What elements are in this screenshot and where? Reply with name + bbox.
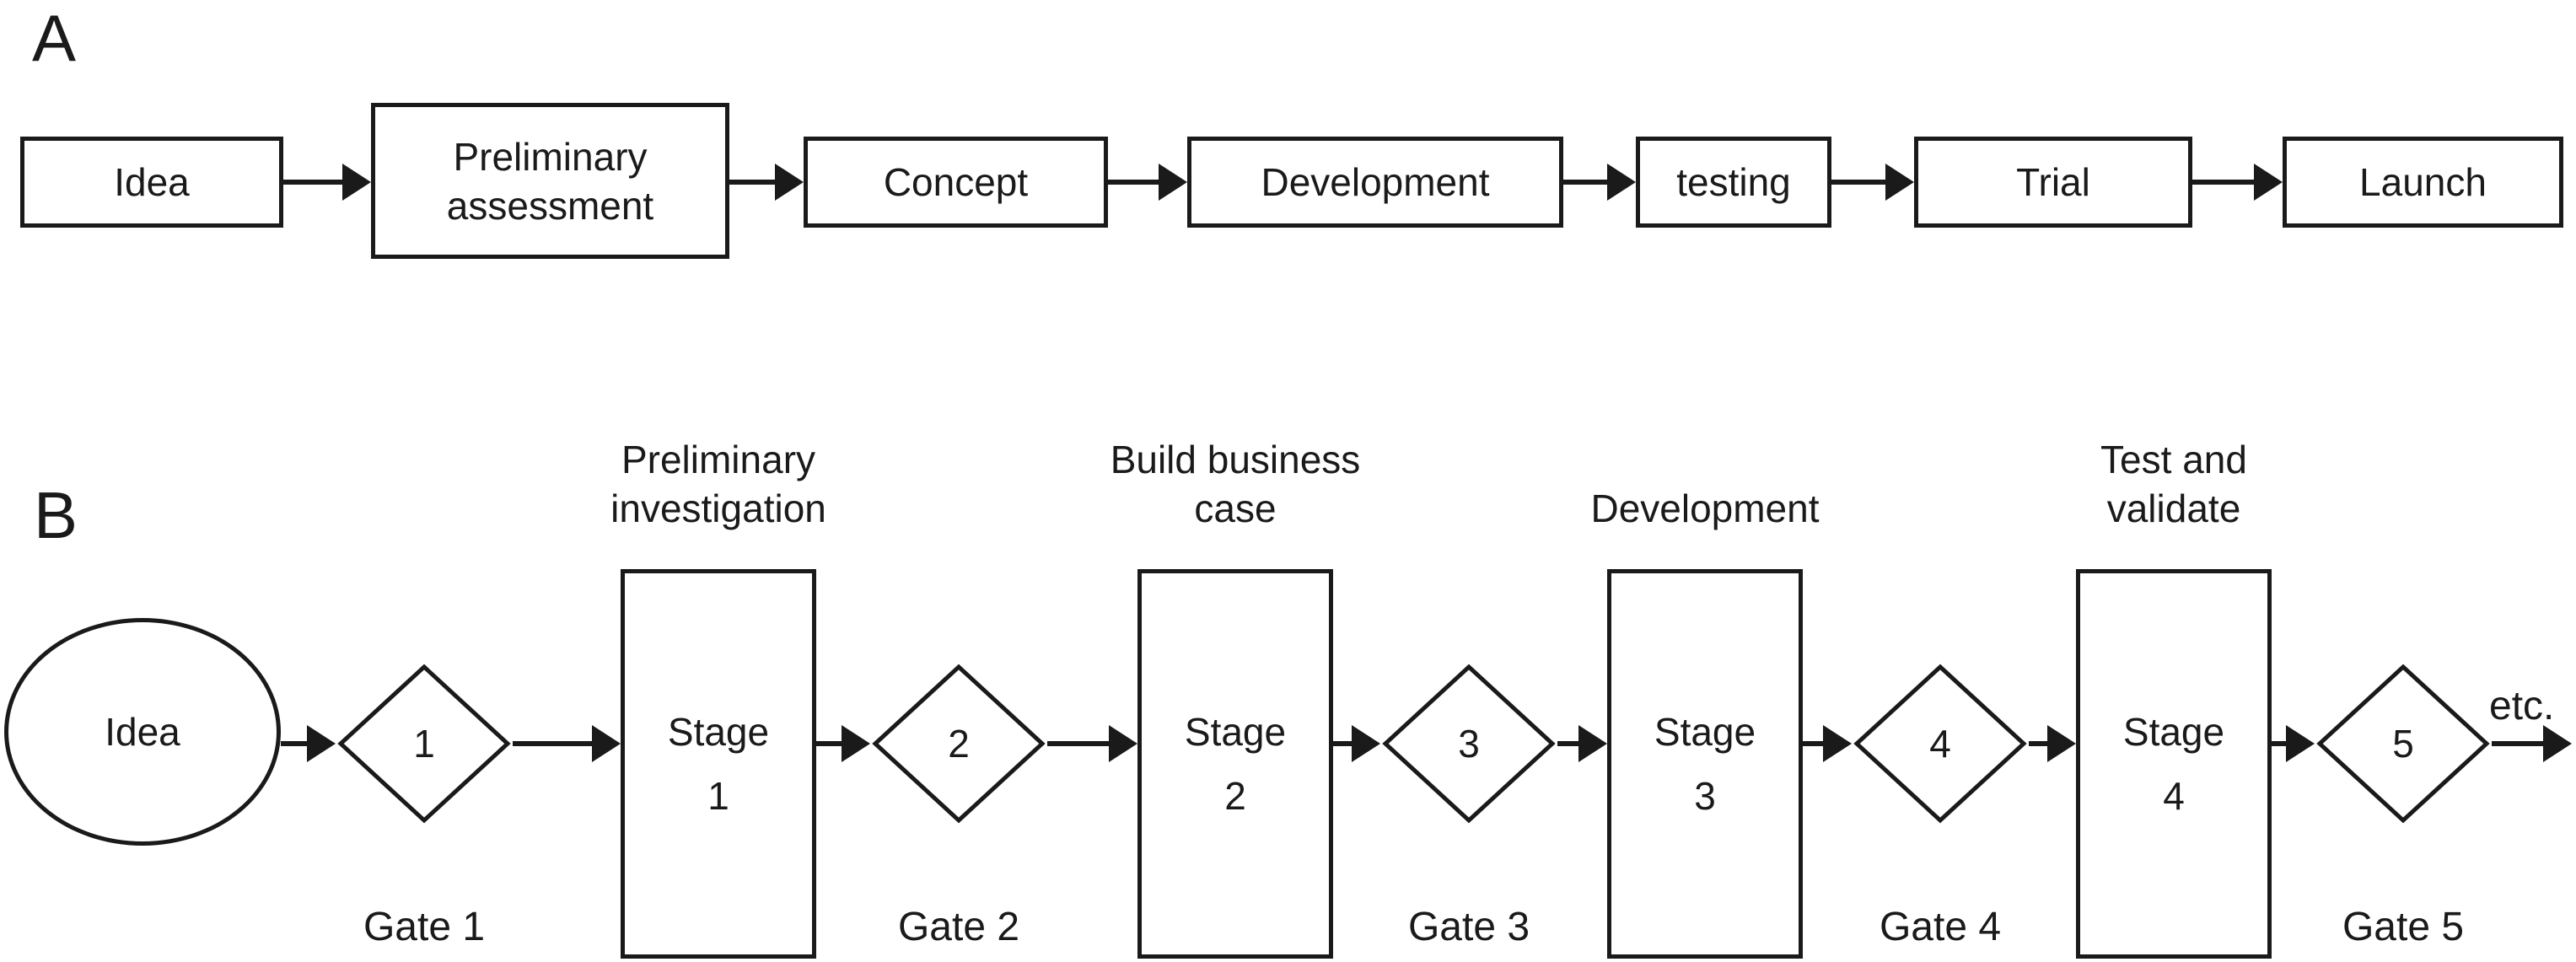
gate-2-label: Gate 2 <box>897 905 1020 949</box>
stage-1-word: Stage <box>667 710 770 754</box>
stage-3-heading: Development <box>1590 486 1820 530</box>
stage-1-number: 1 <box>707 774 729 818</box>
gate-5-number: 5 <box>2392 722 2414 766</box>
gate-3-label: Gate 3 <box>1407 905 1530 949</box>
gate-4-diamond: 4 <box>1852 662 2029 825</box>
flow-arrow <box>1047 725 1137 762</box>
flow-arrow <box>2272 725 2315 762</box>
idea-ellipse: Idea <box>4 618 281 846</box>
flow-arrow <box>1108 164 1187 201</box>
flow-arrow <box>1333 725 1380 762</box>
gate-1-number: 1 <box>413 722 435 766</box>
flow-arrow <box>1831 164 1914 201</box>
flow-arrow <box>2029 725 2076 762</box>
flow-arrow <box>1803 725 1852 762</box>
stage-4-heading: Test and validate <box>2100 438 2247 530</box>
etc-label: etc. <box>2489 684 2555 728</box>
process-box-launch: Launch <box>2283 137 2563 228</box>
flow-arrow <box>281 725 336 762</box>
gate-4-label: Gate 4 <box>1879 905 2002 949</box>
stage-1-box: Stage 1 <box>621 569 816 959</box>
gate-5-diamond: 5 <box>2315 662 2492 825</box>
section-a-label: A <box>32 1 77 75</box>
stage-1-heading: Preliminary investigation <box>610 438 826 530</box>
stage-4-word: Stage <box>2122 710 2225 754</box>
gate-3-number: 3 <box>1458 722 1480 766</box>
stage-4-number: 4 <box>2163 774 2185 818</box>
stage-2-box: Stage 2 <box>1137 569 1333 959</box>
stage-2-number: 2 <box>1224 774 1246 818</box>
gate-2-diamond: 2 <box>870 662 1047 825</box>
stage-3-word: Stage <box>1654 710 1756 754</box>
diamond-shape-icon <box>337 664 511 824</box>
flow-arrow <box>513 725 621 762</box>
gate-2-number: 2 <box>948 722 970 766</box>
flow-arrow <box>1563 164 1636 201</box>
diamond-shape-icon <box>2316 664 2490 824</box>
flow-arrow <box>2192 164 2283 201</box>
stage-3-box: Stage 3 <box>1607 569 1803 959</box>
process-box-idea: Idea <box>20 137 283 228</box>
gate-1-diamond: 1 <box>336 662 513 825</box>
process-box-testing: testing <box>1636 137 1831 228</box>
diamond-shape-icon <box>1853 664 2027 824</box>
stage-2-word: Stage <box>1184 710 1287 754</box>
gate-1-label: Gate 1 <box>363 905 486 949</box>
flow-arrow <box>816 725 870 762</box>
stage-4-box: Stage 4 <box>2076 569 2272 959</box>
stage-3-number: 3 <box>1694 774 1716 818</box>
stage-2-heading: Build business case <box>1110 438 1361 530</box>
flow-arrow <box>283 164 371 201</box>
process-box-concept: Concept <box>804 137 1108 228</box>
diamond-shape-icon <box>872 664 1046 824</box>
flow-arrow <box>2492 725 2572 762</box>
process-box-preliminary-assessment: Preliminary assessment <box>371 103 729 259</box>
gate-5-label: Gate 5 <box>2342 905 2465 949</box>
process-box-development: Development <box>1187 137 1563 228</box>
gate-3-diamond: 3 <box>1380 662 1557 825</box>
process-box-trial: Trial <box>1914 137 2192 228</box>
section-b-label: B <box>34 478 78 552</box>
gate-4-number: 4 <box>1929 722 1951 766</box>
flow-arrow <box>1557 725 1607 762</box>
diamond-shape-icon <box>1382 664 1556 824</box>
flow-arrow <box>729 164 804 201</box>
